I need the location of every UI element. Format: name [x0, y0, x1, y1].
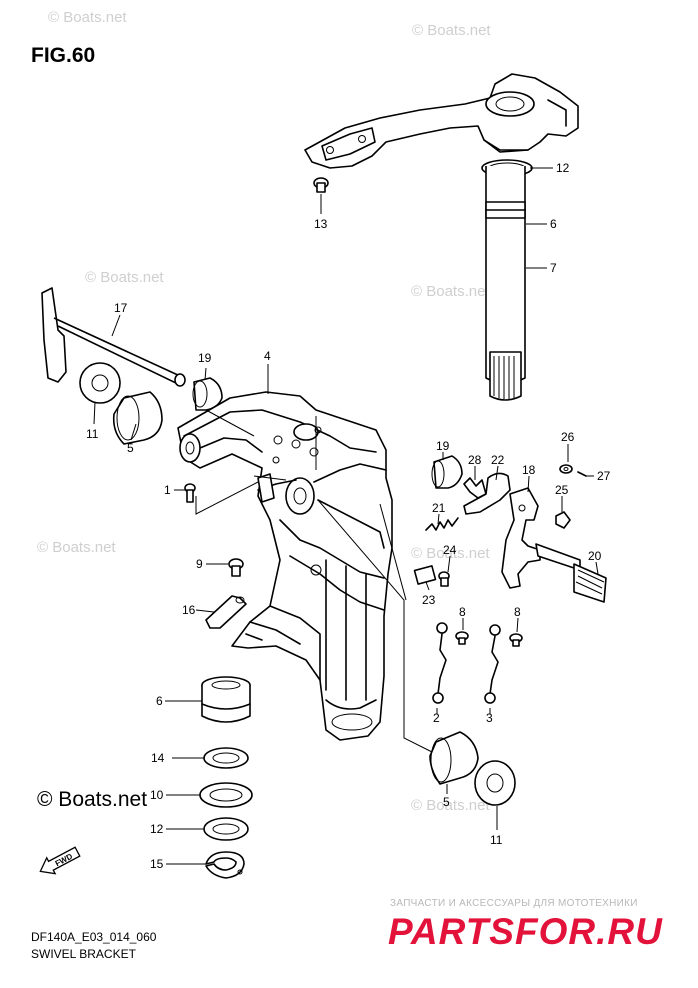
- watermark: © Boats.net: [85, 269, 164, 286]
- callout-label: 15: [150, 857, 164, 871]
- lower-right-bushing: [429, 731, 516, 806]
- callout-label: 28: [468, 453, 482, 467]
- dealer-tagline: ЗАПЧАСТИ И АКСЕССУАРЫ ДЛЯ МОТОТЕХНИКИ: [390, 898, 638, 909]
- callout-label: 19: [198, 351, 212, 365]
- swivel-bracket-body: [177, 391, 393, 741]
- figure-title: FIG.60: [31, 44, 95, 67]
- model-code: DF140A_E03_014_060: [31, 930, 157, 944]
- callout-label: 12: [556, 161, 570, 175]
- dealer-watermark: ЗАПЧАСТИ И АКСЕССУАРЫ ДЛЯ МОТОТЕХНИКИ PA…: [388, 898, 663, 952]
- tilt-lock-parts: [413, 455, 511, 587]
- callout-label: 10: [150, 788, 164, 802]
- tilt-tube-group: [41, 287, 223, 445]
- callout-label: 4: [264, 349, 271, 363]
- bolt-part-1: [184, 483, 196, 503]
- callout-label: 21: [432, 501, 446, 515]
- tilt-lock-lever: [501, 464, 607, 603]
- ground-wires: [432, 622, 523, 704]
- steering-arm-assembly: [304, 73, 579, 401]
- callout-label: 3: [486, 711, 493, 725]
- watermark: © Boats.net: [412, 22, 491, 39]
- callout-label: 20: [588, 549, 602, 563]
- watermark: © Boats.net: [48, 9, 127, 26]
- callout-label: 6: [550, 217, 557, 231]
- grease-fitting-parts: [205, 558, 247, 629]
- callout-label: 16: [182, 603, 196, 617]
- fwd-arrow-icon: FWD: [39, 846, 81, 875]
- callout-label: 8: [514, 605, 521, 619]
- watermark: © Boats.net: [37, 539, 116, 556]
- callout-label: 22: [491, 453, 505, 467]
- dealer-logo: PARTSFOR.RU: [388, 911, 663, 952]
- callout-label: 13: [314, 217, 328, 231]
- callout-label: 7: [550, 261, 557, 275]
- callout-label: 11: [490, 833, 503, 847]
- callout-label: 11: [86, 427, 99, 441]
- callout-label: 14: [151, 751, 165, 765]
- assembly-lines: [195, 409, 433, 753]
- callout-label: 23: [422, 593, 436, 607]
- figure-caption: SWIVEL BRACKET: [31, 947, 137, 961]
- callout-label: 12: [150, 822, 164, 836]
- watermark-bold: © Boats.net: [37, 788, 147, 811]
- callout-label: 19: [436, 439, 450, 453]
- callout-label: 17: [114, 301, 128, 315]
- watermark: © Boats.net: [411, 797, 490, 814]
- callout-leaders: [93, 167, 599, 865]
- watermark: © Boats.net: [411, 545, 490, 562]
- callout-label: 8: [459, 605, 466, 619]
- callout-label: 6: [156, 694, 163, 708]
- callout-label: 9: [196, 557, 203, 571]
- callout-label: 5: [443, 795, 450, 809]
- callout-label: 18: [522, 463, 536, 477]
- callout-label: 25: [555, 483, 569, 497]
- callout-label: 5: [127, 441, 134, 455]
- callout-label: 1: [164, 483, 171, 497]
- callout-label: 26: [561, 430, 575, 444]
- faint-watermarks: © Boats.net © Boats.net © Boats.net © Bo…: [37, 9, 491, 814]
- callout-label: 24: [443, 543, 457, 557]
- callout-labels: 12 6 7 13 17 19 4 11 5 1 19 28 22 26 18 …: [86, 161, 611, 871]
- callout-label: 27: [597, 469, 611, 483]
- lower-bushing-stack: [199, 676, 253, 879]
- callout-label: 2: [433, 711, 440, 725]
- watermark: © Boats.net: [411, 283, 490, 300]
